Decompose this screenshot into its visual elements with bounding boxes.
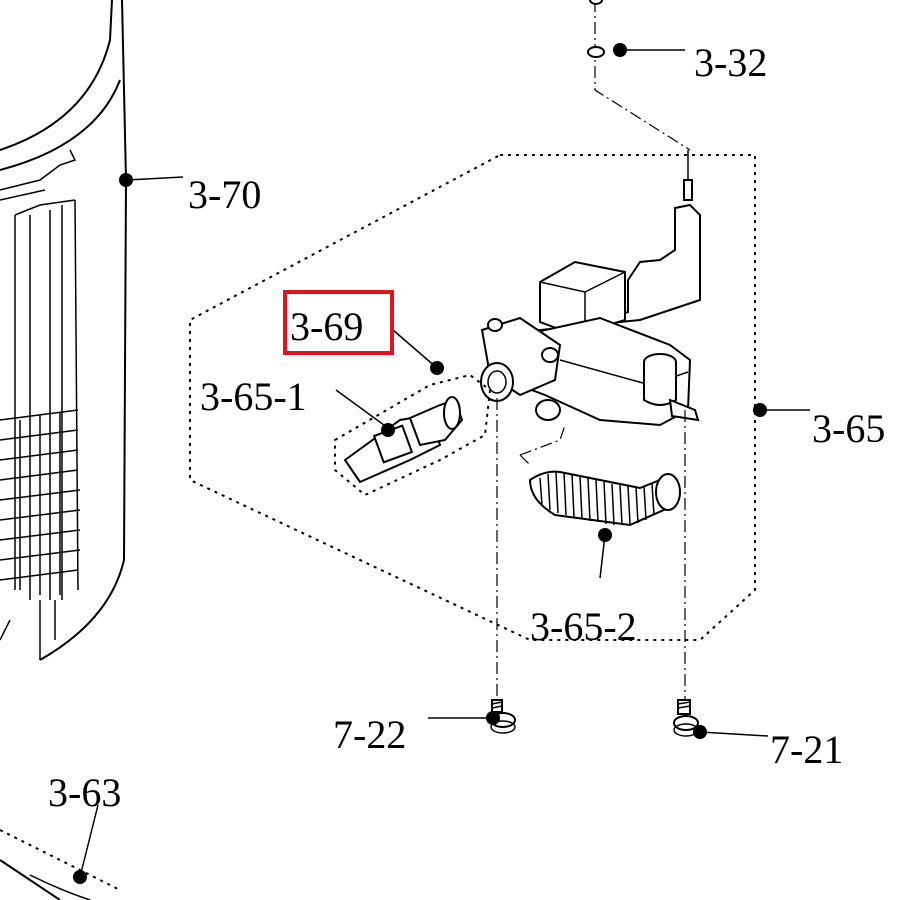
callout-3-65-1: 3-65-1 [200,374,307,419]
callout-3-69: 3-69 [290,304,363,349]
callout-3-32: 3-32 [694,40,767,85]
drain-valve-body [480,150,701,427]
highlight-box [283,290,394,355]
center-lines [496,0,691,700]
callout-3-65-2: 3-65-2 [530,604,637,649]
leader-lines [73,43,810,884]
callout-3-63: 3-63 [48,770,121,815]
tub-assembly [0,0,128,661]
assembly-boundary [189,154,756,641]
corrugated-hose [528,470,681,527]
callout-3-70: 3-70 [188,172,261,217]
screw-7-21 [673,699,699,737]
top-fitting [587,0,605,58]
callout-3-65: 3-65 [812,406,885,451]
base-part [0,829,121,900]
valve-plunger [334,373,492,497]
callout-7-22: 7-22 [333,712,406,757]
callout-7-21: 7-21 [770,727,843,772]
